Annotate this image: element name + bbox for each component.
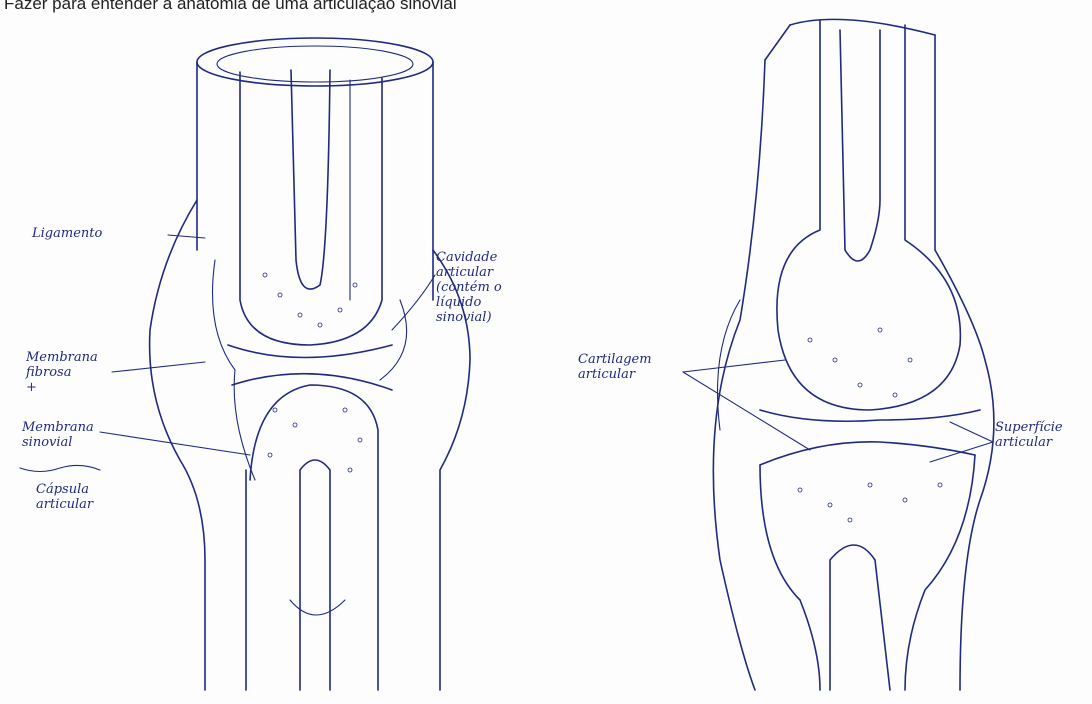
upper-bone-top-rim [197,38,433,86]
lower-bone-head [250,385,378,690]
femur-marrow-cavity [840,30,880,261]
upper-bone-inner-rim [217,46,413,82]
joint-cavity-top [228,345,392,358]
capsule-outer-left [150,200,205,690]
femur-outer-left-top [765,25,790,60]
label-cavidade-articular: Cavidade articular (contém o líquido sin… [436,250,502,325]
leader-cavidade [392,275,435,330]
label-cartilagem-articular: Cartilagem articular [578,352,652,382]
tibia-left [760,465,820,690]
label-superficie-articular: Superfície articular [995,420,1063,450]
capsule-outer-right [935,35,994,690]
left-spongy-bone-dots [263,273,362,472]
bracket-line [20,465,100,471]
label-capsula-articular: Cápsula articular [36,482,93,512]
joint-space-bottom [760,442,975,465]
right-spongy-bone-dots [798,328,942,522]
synovial-membrane-left [213,260,256,480]
femur-head [777,20,960,410]
capsule-outer-left [713,60,765,690]
tibia-marrow-cavity [830,545,890,690]
tibia-right [905,455,975,690]
leader-ligamento [168,235,205,238]
joint-space-top [760,410,980,421]
leader-cartilagem-2 [683,372,810,450]
joint-cavity-bottom [232,374,392,390]
lower-bone-cut [290,600,345,615]
leader-superficie-1 [950,422,993,442]
upper-marrow-cavity [291,70,330,289]
leader-superficie-2 [930,442,993,462]
upper-bone-head [240,72,382,345]
leader-cartilagem-1 [683,360,785,372]
meniscus-left [718,300,741,430]
label-membrana-sinovial: Membrana sinovial [22,420,94,450]
label-ligamento: Ligamento [32,226,102,241]
lower-marrow-cavity [300,460,330,690]
right-joint-sketch [683,19,994,690]
leader-membrana-fibrosa [112,362,205,372]
label-membrana-fibrosa: Membrana fibrosa + [26,350,98,395]
synovial-membrane-right [380,300,407,380]
femur-top-rim [790,19,935,35]
